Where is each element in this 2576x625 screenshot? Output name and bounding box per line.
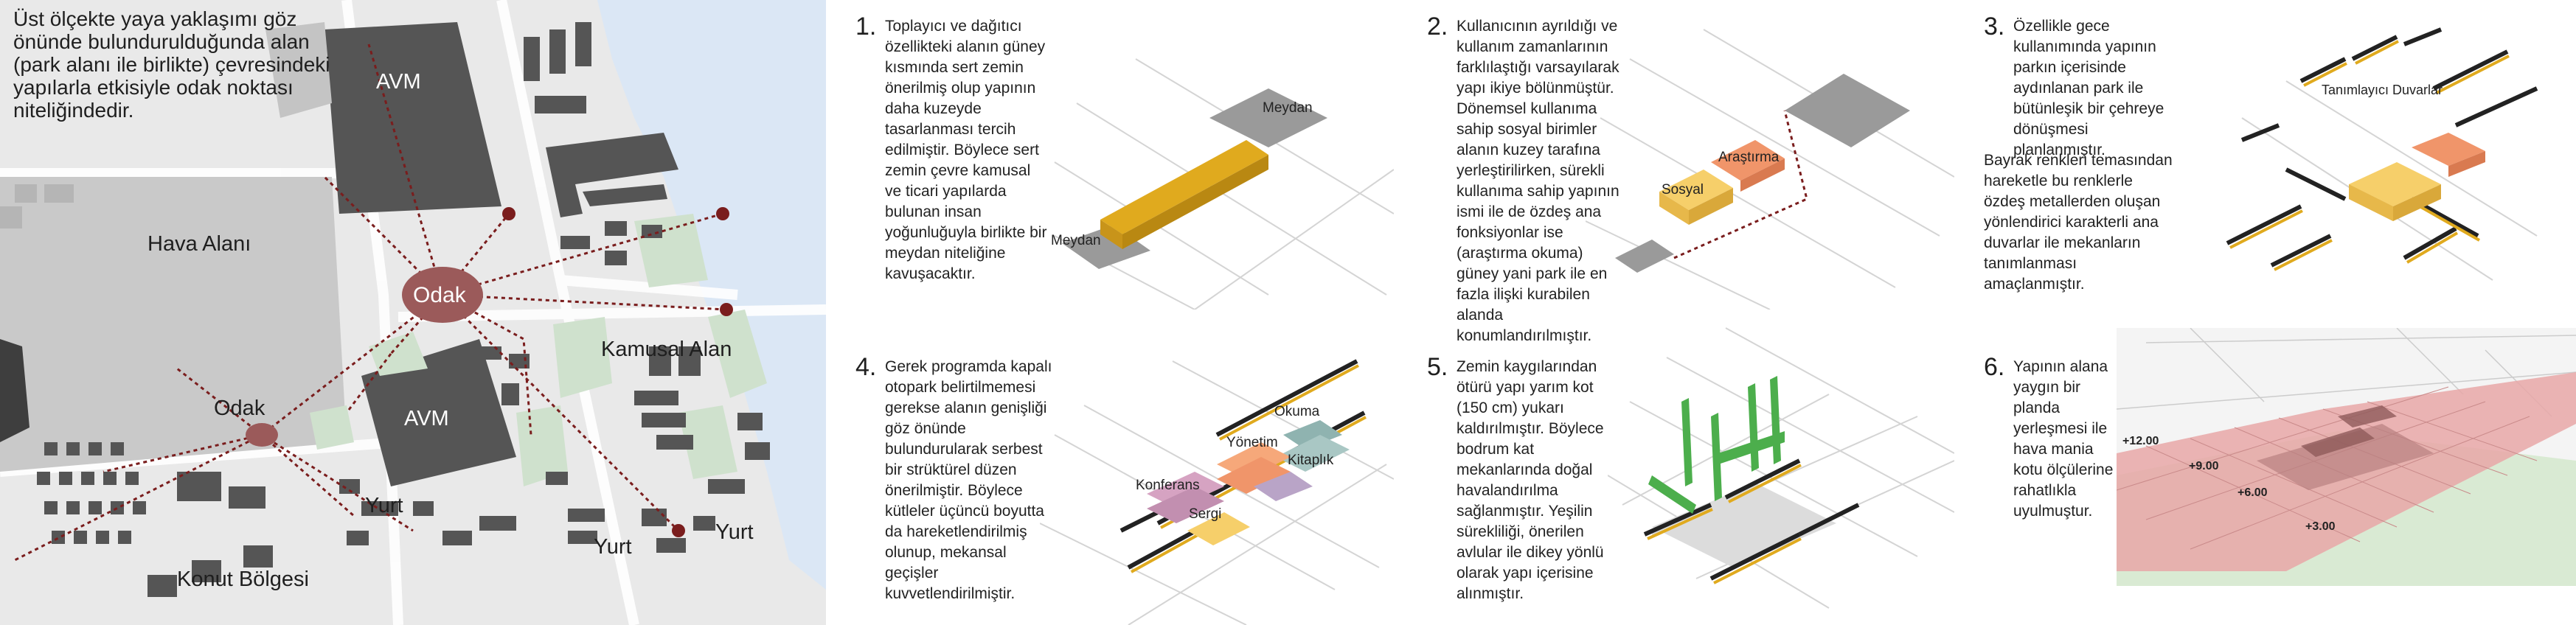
step-1-diagram <box>1047 15 1394 310</box>
label-arastirma: Araştırma <box>1718 150 1779 166</box>
step-4-text: Gerek programda kapalı otopark belirtilm… <box>885 357 1053 604</box>
label-avm-top: AVM <box>376 70 421 94</box>
step-6-diagram <box>2117 328 2576 586</box>
label-konferans: Konferans <box>1136 478 1200 494</box>
step-5-text: Zemin kaygılarından ötürü yapı yarım kot… <box>1457 357 1628 604</box>
label-sergi: Sergi <box>1189 506 1221 523</box>
label-konut-bolgesi: Konut Bölgesi <box>177 568 309 592</box>
label-yurt-3: Yurt <box>715 520 754 545</box>
map-intro-text: Üst ölçekte yaya yaklaşımı göz önünde bu… <box>13 7 360 122</box>
label-sosyal: Sosyal <box>1662 182 1704 198</box>
label-avm-mid: AVM <box>404 407 449 431</box>
step-1-number: 1. <box>855 13 876 40</box>
step-1-text: Toplayıcı ve dağıtıcı özellikteki alanın… <box>885 16 1049 284</box>
label-meydan-top: Meydan <box>1263 100 1313 116</box>
step-4-number: 4. <box>855 354 876 380</box>
meydan-top-block <box>1209 88 1327 147</box>
label-odak-left: Odak <box>214 397 265 421</box>
step-3-diagram <box>2212 15 2576 310</box>
label-kitaplik: Kitaplık <box>1288 453 1333 469</box>
step-3-text: Özellikle gece kullanımında yapının park… <box>2013 16 2184 161</box>
label-odak-main: Odak <box>413 283 466 308</box>
odak-left-node <box>246 423 278 447</box>
elevation-12: +12.00 <box>2122 435 2159 448</box>
bottom-gray-block <box>1615 240 1674 273</box>
site-map: Üst ölçekte yaya yaklaşımı göz önünde bu… <box>0 0 826 625</box>
step-5-diagram <box>1608 313 1954 625</box>
top-gray-block <box>1785 74 1910 147</box>
main-block-top <box>1100 140 1268 234</box>
label-yurt-1: Yurt <box>365 494 403 518</box>
elevation-3: +3.00 <box>2305 520 2335 534</box>
step-3-text-2: Bayrak renkleri temasından hareketle bu … <box>1984 150 2176 295</box>
step-3-number: 3. <box>1984 13 2004 40</box>
label-meydan-bottom: Meydan <box>1051 233 1101 249</box>
elevation-6: +6.00 <box>2237 486 2267 500</box>
label-okuma: Okuma <box>1274 404 1319 420</box>
label-kamusal-alan: Kamusal Alan <box>601 338 732 362</box>
label-tanimlayici-duvarlar: Tanımlayıcı Duvarlar <box>2322 83 2443 98</box>
step-4-diagram <box>1040 346 1394 625</box>
label-yurt-2: Yurt <box>594 535 632 559</box>
label-yonetim: Yönetim <box>1226 435 1278 451</box>
airport-area <box>0 177 347 472</box>
step-2-number: 2. <box>1427 13 1448 40</box>
label-hava-alani: Hava Alanı <box>147 232 251 256</box>
step-6-text: Yapının alana yaygın bir planda yerleşme… <box>2013 357 2124 522</box>
step-6-number: 6. <box>1984 354 2004 380</box>
step-5-number: 5. <box>1427 354 1448 380</box>
elevation-9: +9.00 <box>2189 460 2218 473</box>
